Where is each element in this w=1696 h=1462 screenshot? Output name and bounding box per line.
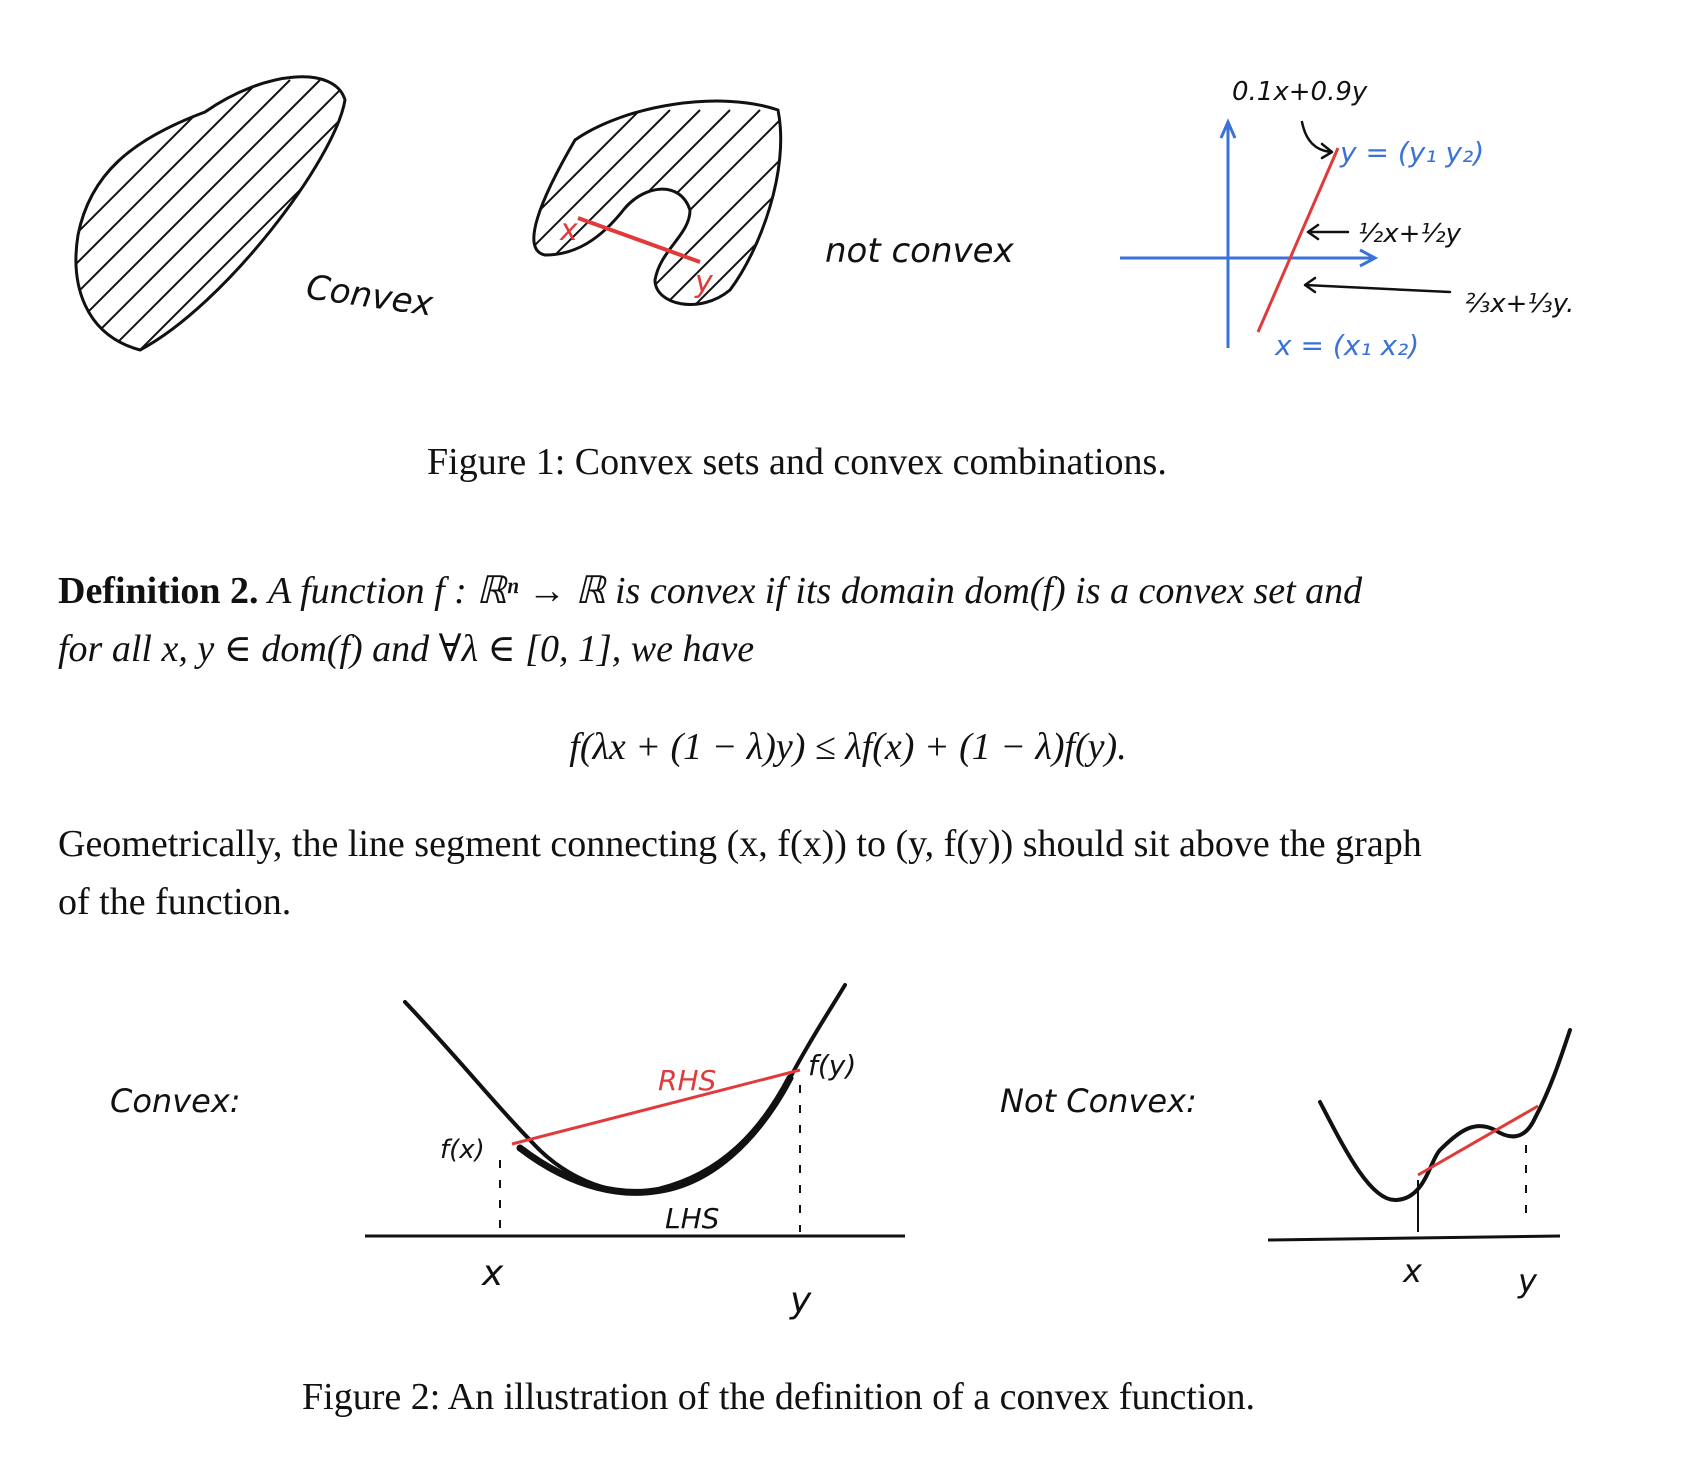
definition-block: Definition 2. A function f : ℝⁿ → ℝ is c… — [58, 562, 1648, 678]
y-tick-label: y — [789, 1280, 812, 1321]
pointer-arrow-half-icon — [1306, 223, 1350, 241]
nonconvex-function-sketch — [1267, 1028, 1572, 1242]
convex-set-shape — [74, 75, 347, 352]
pointer-arrow-thirds-icon — [1303, 276, 1452, 294]
nonconvex-set-shape — [532, 99, 783, 306]
y-axis-arrow-icon — [1219, 118, 1237, 139]
lhs-label: LHS — [665, 1202, 719, 1235]
figure-1: Convex x y not convex 0.1x+0.9y y = (y₁ … — [74, 75, 1574, 362]
rhs-label: RHS — [658, 1064, 716, 1097]
fy-label: f(y) — [808, 1049, 856, 1082]
figure2-convex-label: Convex: — [110, 1082, 241, 1120]
figure-1-caption: Figure 1: Convex sets and convex combina… — [427, 441, 1167, 483]
x-axis-arrow-icon — [1359, 248, 1379, 268]
definition-text-line-1: A function f : ℝⁿ → ℝ is convex if its d… — [268, 570, 1363, 612]
paragraph-line-2: of the function. — [58, 881, 292, 923]
point-x-label: x — [559, 213, 578, 248]
note-thirds-combination: ⅔x+⅓y. — [1465, 289, 1574, 319]
convex-function-sketch — [365, 983, 905, 1238]
figure-2-caption: Figure 2: An illustration of the definit… — [302, 1376, 1255, 1418]
pointer-arrow-top-icon — [1300, 120, 1334, 160]
note-top-combination: 0.1x+0.9y — [1232, 77, 1368, 107]
x-tick-label: x — [481, 1253, 504, 1294]
figure-2: Convex: f(x) f(y) RHS LHS x y Not Convex… — [110, 983, 1572, 1321]
point-y-label: y — [694, 265, 714, 300]
note-x-vector: x = (x₁ x₂) — [1274, 329, 1419, 362]
not-convex-label: not convex — [825, 231, 1015, 271]
baseline-nonconvex — [1267, 1234, 1561, 1242]
geometric-paragraph: Geometrically, the line segment connecti… — [58, 815, 1648, 931]
figure2-not-convex-label: Not Convex: — [1000, 1082, 1197, 1120]
convex-curve-bold — [516, 1074, 794, 1196]
nonconvex-segment — [577, 216, 701, 264]
convex-combination-sketch — [1120, 118, 1452, 348]
nc-y-tick-label: y — [1517, 1262, 1538, 1300]
definition-line-1: Definition 2. A function f : ℝⁿ → ℝ is c… — [58, 562, 1648, 620]
paragraph-line-1: Geometrically, the line segment connecti… — [58, 823, 1422, 865]
note-half-combination: ½x+½y — [1358, 219, 1462, 249]
definition-text-line-2: for all x, y ∈ dom(f) and ∀λ ∈ [0, 1], w… — [58, 628, 755, 670]
nc-x-tick-label: x — [1402, 1252, 1423, 1290]
convexity-inequality: f(λx + (1 − λ)y) ≤ λf(x) + (1 − λ)f(y). — [569, 726, 1127, 768]
combination-line — [1256, 147, 1340, 333]
convex-set-label: Convex — [304, 267, 436, 324]
note-y-vector: y = (y₁ y₂) — [1339, 136, 1484, 169]
nonconvex-curve — [1318, 1028, 1572, 1202]
nonconvex-chord — [1417, 1104, 1539, 1177]
fx-label: f(x) — [440, 1135, 485, 1165]
definition-heading: Definition 2. — [58, 570, 259, 612]
rhs-chord — [511, 1068, 801, 1146]
